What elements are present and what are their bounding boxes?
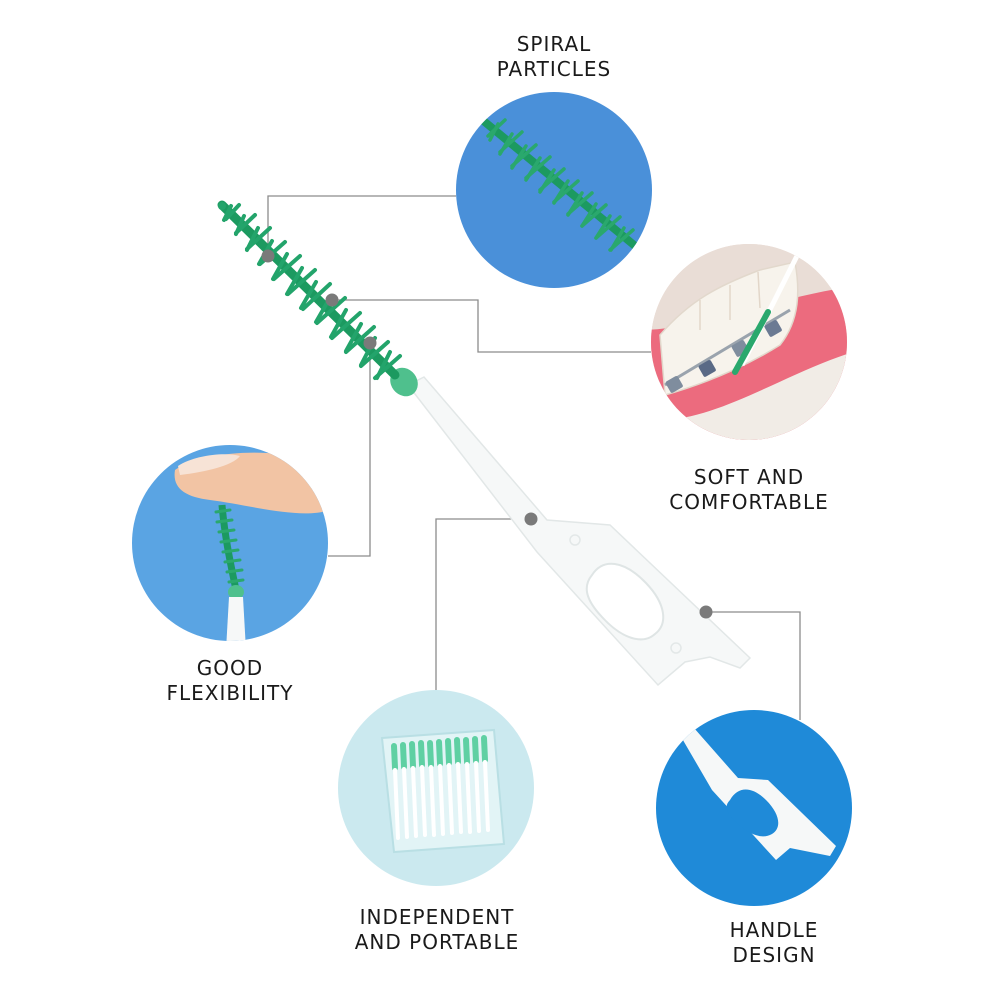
label-line: SPIRAL	[516, 32, 592, 56]
teeth-braces-closeup-icon	[651, 244, 847, 440]
label-line: HANDLE	[729, 918, 819, 942]
label-handle-design: HANDLE DESIGN	[674, 918, 874, 968]
connector-portable	[435, 518, 531, 690]
interdental-brush-product	[217, 200, 752, 687]
label-independent-portable: INDEPENDENT AND PORTABLE	[326, 905, 548, 955]
label-line: COMFORTABLE	[669, 490, 829, 514]
case-box	[380, 728, 506, 854]
label-line: INDEPENDENT	[359, 905, 515, 929]
indicator-dot-soft	[325, 293, 339, 307]
label-line: SOFT AND	[693, 465, 805, 489]
label-soft-comfortable: SOFT AND COMFORTABLE	[636, 465, 862, 515]
label-line: PARTICLES	[496, 57, 612, 81]
label-line: AND PORTABLE	[354, 930, 520, 954]
brush-handle	[406, 376, 752, 687]
indicator-dot-flex	[363, 336, 377, 350]
connector-handle	[706, 611, 801, 720]
label-spiral-particles: SPIRAL PARTICLES	[454, 32, 654, 82]
connector-lines	[267, 195, 801, 720]
indicator-dot-portable	[524, 512, 538, 526]
connector-spiral	[267, 195, 456, 256]
finger-bending-brush-icon	[132, 445, 328, 641]
label-good-flexibility: GOOD FLEXIBILITY	[130, 656, 330, 706]
spiral-bristle-closeup-icon	[456, 92, 652, 288]
indicator-dot-spiral	[261, 249, 275, 263]
connector-soft	[332, 299, 651, 353]
label-line: DESIGN	[732, 943, 816, 967]
label-line: GOOD	[196, 656, 264, 680]
storage-case-icon	[338, 690, 534, 886]
label-line: FLEXIBILITY	[166, 681, 294, 705]
spiral-bristle-head	[217, 200, 402, 380]
handle-closeup-icon	[656, 710, 852, 906]
connector-flex	[328, 343, 371, 557]
indicator-dot-handle	[699, 605, 713, 619]
